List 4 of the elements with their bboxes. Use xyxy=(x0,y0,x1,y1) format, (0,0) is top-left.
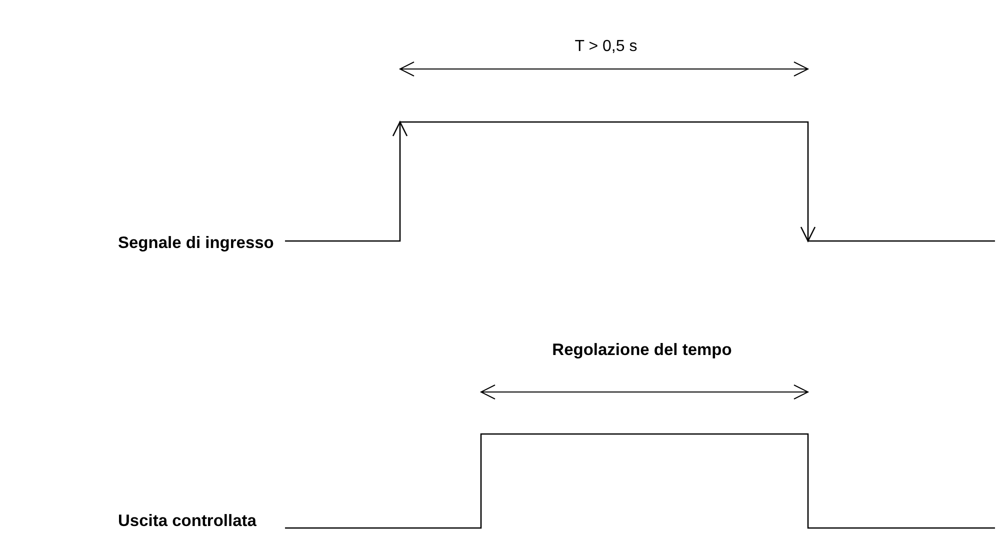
duration-label: T > 0,5 s xyxy=(574,38,638,56)
signal-label: Uscita controllata xyxy=(118,512,256,531)
duration-label: Regolazione del tempo xyxy=(552,341,732,360)
signal-label: Segnale di ingresso xyxy=(118,234,274,253)
